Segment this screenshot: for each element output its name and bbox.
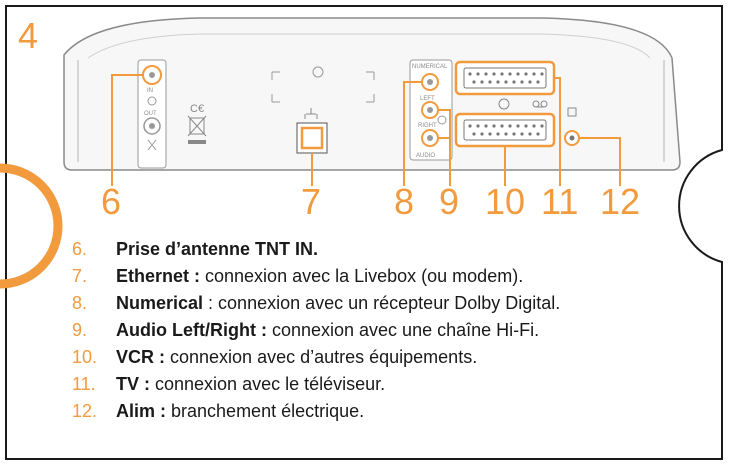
- legend-term: Numerical: [116, 293, 204, 313]
- leader-11: [554, 77, 561, 186]
- callout-6: 6: [101, 181, 121, 222]
- legend-term: Ethernet :: [116, 266, 201, 286]
- legend-term: VCR :: [116, 347, 165, 367]
- legend-term: Prise d’antenne TNT IN.: [116, 239, 319, 259]
- left-tab: [0, 163, 63, 289]
- leader-12: [579, 137, 621, 186]
- ce-mark-icon: C€: [190, 103, 204, 115]
- label-left: LEFT: [420, 96, 435, 102]
- ethernet-icon: [304, 108, 318, 119]
- page-frame: [5, 5, 723, 460]
- callout-11: 11: [541, 181, 578, 222]
- legend-description: branchement électrique.: [166, 401, 365, 421]
- leader-8: [403, 81, 422, 186]
- vcr-icon: [532, 100, 548, 108]
- legend-number: 9.: [72, 320, 88, 340]
- legend-text: Ethernet : connexion avec la Livebox (ou…: [116, 263, 523, 290]
- scart-tv-connector: [454, 60, 556, 96]
- label-right: RIGHT: [418, 123, 437, 129]
- legend-description: connexion avec le téléviseur.: [150, 374, 386, 394]
- leader-6: [111, 74, 143, 186]
- label-audio: AUDIO: [416, 153, 435, 159]
- legend-description: : connexion avec un récepteur Dolby Digi…: [203, 293, 561, 313]
- callout-12: 12: [600, 181, 640, 222]
- label-out: OUT: [144, 111, 157, 117]
- legend-description: connexion avec d’autres équipements.: [165, 347, 478, 367]
- legend-term: Audio Left/Right :: [116, 320, 267, 340]
- scart-vcr-connector: [454, 112, 556, 148]
- legend-text: VCR : connexion avec d’autres équipement…: [116, 344, 477, 371]
- leader-9: [438, 109, 451, 186]
- legend-text: Prise d’antenne TNT IN.: [116, 236, 318, 263]
- legend-number: 11.: [72, 374, 96, 394]
- star-icon: [312, 66, 324, 78]
- antenna-panel: [137, 59, 167, 169]
- label-in: IN: [147, 88, 153, 94]
- legend-description: connexion avec une chaîne Hi-Fi.: [266, 320, 540, 340]
- legend-number: 8.: [72, 293, 88, 313]
- legend-number: 12.: [72, 401, 98, 421]
- legend-number: 10.: [72, 347, 98, 367]
- legend-text: TV : connexion avec le téléviseur.: [116, 371, 385, 398]
- legend-text: Alim : branchement électrique.: [116, 398, 364, 425]
- legend-text: Numerical : connexion avec un récepteur …: [116, 290, 560, 317]
- callout-9: 9: [439, 181, 459, 222]
- tv-icon: [498, 98, 510, 110]
- callout-10: 10: [485, 181, 525, 222]
- callout-7: 7: [301, 181, 321, 222]
- legend-number: 6.: [72, 239, 88, 259]
- power-symbol-icon: [567, 107, 577, 117]
- weee-bin-icon: [189, 117, 205, 135]
- page-number: 4: [18, 15, 38, 56]
- legend-text: Audio Left/Right : connexion avec une ch…: [116, 317, 539, 344]
- label-numerical: NUMERICAL: [412, 64, 448, 70]
- legend-number: 7.: [72, 266, 88, 286]
- legend-term: Alim :: [116, 401, 167, 421]
- legend-term: TV :: [116, 374, 150, 394]
- callout-8: 8: [394, 181, 414, 222]
- legend-description: connexion avec la Livebox (ou modem).: [200, 266, 524, 286]
